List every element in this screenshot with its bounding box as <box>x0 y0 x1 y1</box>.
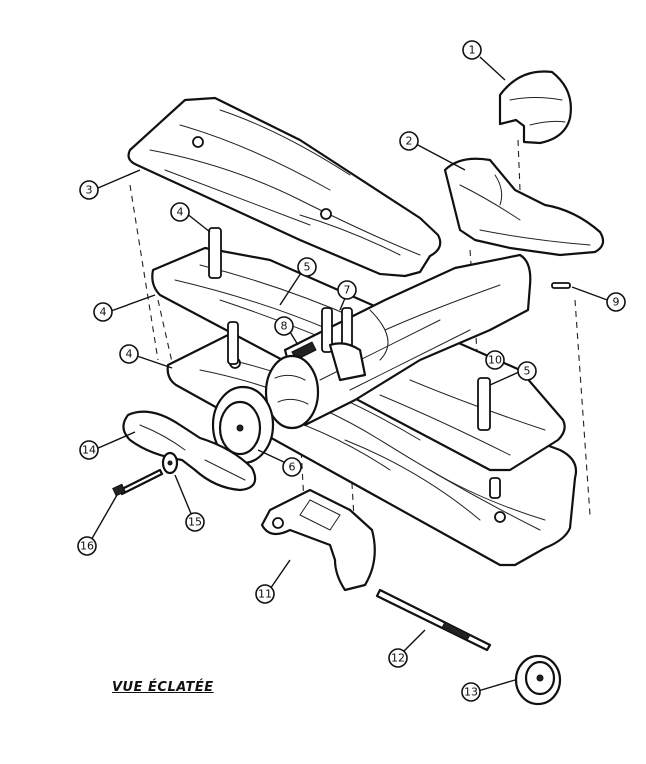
svg-text:3: 3 <box>86 184 93 197</box>
callout-16: 16 <box>77 536 97 556</box>
svg-text:11: 11 <box>258 588 272 601</box>
tail-plane <box>443 157 605 257</box>
engine-nose <box>264 354 320 430</box>
svg-text:4: 4 <box>177 206 184 219</box>
fuselage <box>283 253 532 427</box>
svg-text:12: 12 <box>391 652 405 665</box>
svg-text:6: 6 <box>289 461 296 474</box>
screw <box>112 468 164 497</box>
svg-text:10: 10 <box>488 354 502 367</box>
callout-4-middle: 4 <box>93 302 113 322</box>
landing-gear <box>260 488 376 592</box>
callout-4-upper: 3 <box>79 180 99 200</box>
svg-text:14: 14 <box>82 444 96 457</box>
cockpit-assembly <box>291 307 367 382</box>
svg-text:13: 13 <box>464 686 478 699</box>
callout-12: 12 <box>388 648 408 668</box>
svg-text:16: 16 <box>80 540 94 553</box>
propeller <box>122 410 257 492</box>
svg-text:15: 15 <box>188 516 202 529</box>
svg-text:1: 1 <box>469 44 476 57</box>
svg-text:7: 7 <box>344 284 351 297</box>
diagram-caption: VUE ÉCLATÉE <box>112 680 214 695</box>
svg-text:4: 4 <box>126 348 133 361</box>
callout-14: 14 <box>79 440 99 460</box>
callout-10: 9 <box>606 292 626 312</box>
callout-15: 15 <box>185 512 205 532</box>
callout-9: 8 <box>274 316 294 336</box>
svg-text:2: 2 <box>406 135 413 148</box>
leader-lines <box>89 56 611 692</box>
callout-8: 7 <box>337 280 357 300</box>
callout-5-left: 4 <box>170 202 190 222</box>
callout-5-right: 5 <box>517 361 537 381</box>
svg-text:9: 9 <box>613 296 620 309</box>
callout-2: 2 <box>399 131 419 151</box>
cowling-disc <box>211 385 275 465</box>
svg-text:5: 5 <box>524 365 531 378</box>
callout-13: 13 <box>461 682 481 702</box>
callout-11: 11 <box>255 584 275 604</box>
struts <box>208 227 501 499</box>
svg-text:5: 5 <box>304 261 311 274</box>
wheel <box>514 654 562 706</box>
callout-1: 10 <box>485 350 505 370</box>
svg-text:4: 4 <box>100 306 107 319</box>
callout-7: 6 <box>282 457 302 477</box>
callout-6: 5 <box>297 257 317 277</box>
washer <box>161 451 179 475</box>
callout-3: 1 <box>462 40 482 60</box>
axle <box>375 588 492 652</box>
rudder <box>498 70 572 145</box>
upper-wing <box>127 96 442 278</box>
callout-4-lower: 4 <box>119 344 139 364</box>
tail-pin <box>551 282 571 289</box>
svg-text:8: 8 <box>281 320 288 333</box>
